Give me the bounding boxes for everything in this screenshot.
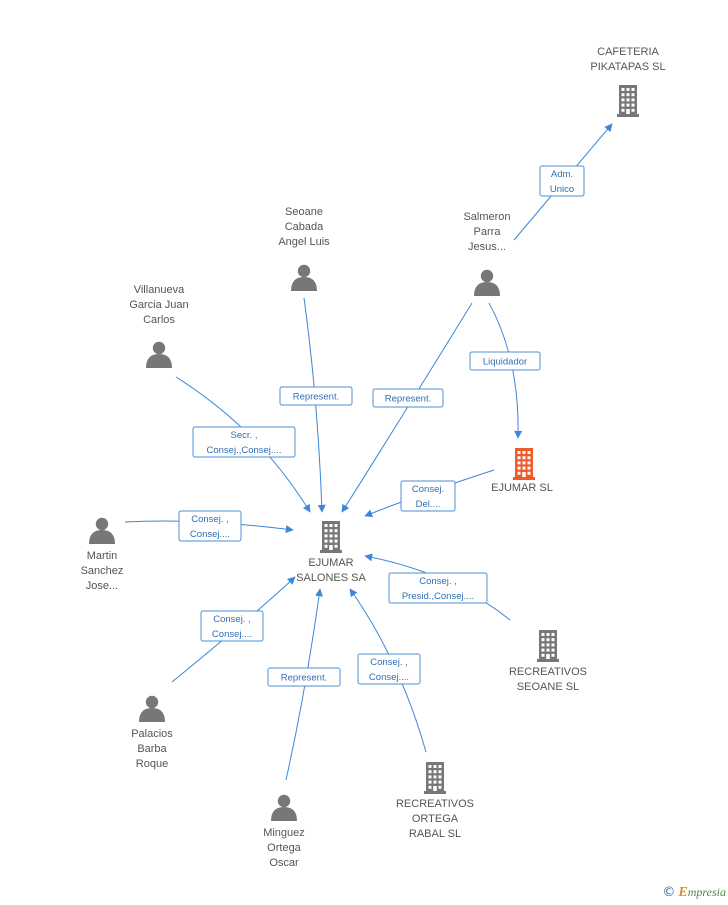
node-label: EJUMAR	[308, 557, 353, 569]
edge-label-box	[469, 351, 541, 371]
node-label: Martin	[87, 550, 118, 562]
person-icon	[291, 264, 317, 291]
edge-label-box	[200, 610, 264, 642]
edge-salmeron-to-ejumar_salones	[341, 302, 473, 513]
edge-label-box	[372, 388, 444, 408]
edge-label-text: Consej....	[212, 629, 252, 640]
node-label: Carlos	[143, 314, 175, 326]
building-icon	[320, 521, 342, 553]
node-martin[interactable]: MartinSanchezJose...	[81, 517, 124, 592]
node-ejumar_sl[interactable]: EJUMAR SL	[491, 448, 553, 494]
edge-label-box	[192, 426, 296, 458]
edge-label[interactable]: Represent.	[279, 386, 353, 406]
edge-label[interactable]: Consej. , Consej....	[200, 610, 264, 642]
node-recreativos_ortega[interactable]: RECREATIVOS ORTEGA RABAL SL	[396, 762, 474, 840]
person-icon	[474, 269, 500, 296]
node-label: Salmeron	[463, 211, 510, 223]
node-label: RABAL SL	[409, 828, 461, 840]
edge-label-box	[388, 572, 488, 604]
person-icon	[89, 517, 115, 544]
edge-label-text: Adm.	[551, 169, 573, 180]
node-label: Sanchez	[81, 565, 124, 577]
node-label: Cabada	[285, 221, 324, 233]
edge-label-text: Consej. ,	[419, 576, 457, 587]
node-cafeteria[interactable]: CAFETERIA PIKATAPAS SL	[590, 46, 666, 117]
node-ejumar_salones[interactable]: EJUMAR SALONES SA	[296, 521, 367, 584]
edge-label[interactable]: Consej. , Presid.,Consej....	[388, 572, 488, 604]
node-label: Angel Luis	[278, 236, 330, 248]
edge-label-box	[279, 386, 353, 406]
edge-label[interactable]: Adm. Unico	[539, 165, 585, 197]
edge-label-box	[400, 480, 456, 512]
node-label: Seoane	[285, 206, 323, 218]
building-icon	[513, 448, 535, 480]
edge-label[interactable]: Liquidador	[469, 351, 541, 371]
edge-label-text: Secr. ,	[231, 430, 258, 441]
node-label: Minguez	[263, 827, 305, 839]
node-label: Ortega	[267, 842, 302, 854]
node-label: SALONES SA	[296, 572, 366, 584]
edge-label[interactable]: Consej. , Consej....	[178, 510, 242, 542]
edge-label-text: Represent.	[281, 673, 327, 684]
edge-minguez-to-ejumar_salones	[285, 588, 323, 781]
node-salmeron[interactable]: SalmeronParraJesus...	[463, 211, 511, 296]
node-label: EJUMAR SL	[491, 482, 553, 494]
node-label: Palacios	[131, 728, 173, 740]
node-label: Barba	[137, 743, 167, 755]
node-label: PIKATAPAS SL	[590, 61, 665, 73]
edge-label-text: Consej.	[412, 484, 444, 495]
building-icon	[537, 630, 559, 662]
edge-label-text: Consej....	[369, 672, 409, 683]
edge-label-text: Consej. ,	[370, 657, 408, 668]
edge-label-text: Consej. ,	[191, 514, 229, 525]
node-label: Parra	[474, 226, 502, 238]
node-label: Oscar	[269, 857, 299, 869]
person-icon	[139, 695, 165, 722]
edge-label-box	[357, 653, 421, 685]
person-icon	[146, 341, 172, 368]
edge-label[interactable]: Consej. , Consej....	[357, 653, 421, 685]
empresia-watermark[interactable]: ©Empresia	[662, 885, 726, 901]
node-label: Jesus...	[468, 241, 506, 253]
edge-label-box	[539, 165, 585, 197]
edge-label-box	[178, 510, 242, 542]
node-label: Villanueva	[134, 284, 185, 296]
edge-label-text: Presid.,Consej....	[402, 591, 474, 602]
nodes-layer: EJUMAR SALONES SA CAFETERIA PIKATAPAS SL EJU…	[81, 46, 666, 869]
person-icon	[271, 794, 297, 821]
node-label: Roque	[136, 758, 168, 770]
node-label: RECREATIVOS	[509, 666, 587, 678]
edge-label-text: Consej. ,	[213, 614, 251, 625]
edge-label-text: Unico	[550, 184, 574, 195]
node-recreativos_seoane[interactable]: RECREATIVOS SEOANE SL	[509, 630, 587, 693]
brand-name: mpresia	[687, 885, 726, 899]
edge-label-text: Liquidador	[483, 357, 527, 368]
node-label: SEOANE SL	[517, 681, 579, 693]
edge-label[interactable]: Represent.	[372, 388, 444, 408]
edge-label-text: Consej.,Consej....	[207, 445, 282, 456]
copyright-symbol: ©	[662, 885, 676, 900]
node-label: ORTEGA	[412, 813, 459, 825]
edge-label-text: Consej....	[190, 529, 230, 540]
node-label: RECREATIVOS	[396, 798, 474, 810]
edge-label-text: Represent.	[293, 392, 339, 403]
edge-label-text: Del....	[416, 499, 441, 510]
edge-label-box	[267, 667, 341, 687]
node-label: CAFETERIA	[597, 46, 659, 58]
node-label: Garcia Juan	[129, 299, 188, 311]
brand-initial: E	[678, 885, 688, 900]
building-icon	[424, 762, 446, 794]
edge-label[interactable]: Represent.	[267, 667, 341, 687]
edge-label-text: Represent.	[385, 394, 431, 405]
building-icon	[617, 85, 639, 117]
edge-label[interactable]: Consej. Del....	[400, 480, 456, 512]
edge-label[interactable]: Secr. , Consej.,Consej....	[192, 426, 296, 458]
node-label: Jose...	[86, 580, 118, 592]
